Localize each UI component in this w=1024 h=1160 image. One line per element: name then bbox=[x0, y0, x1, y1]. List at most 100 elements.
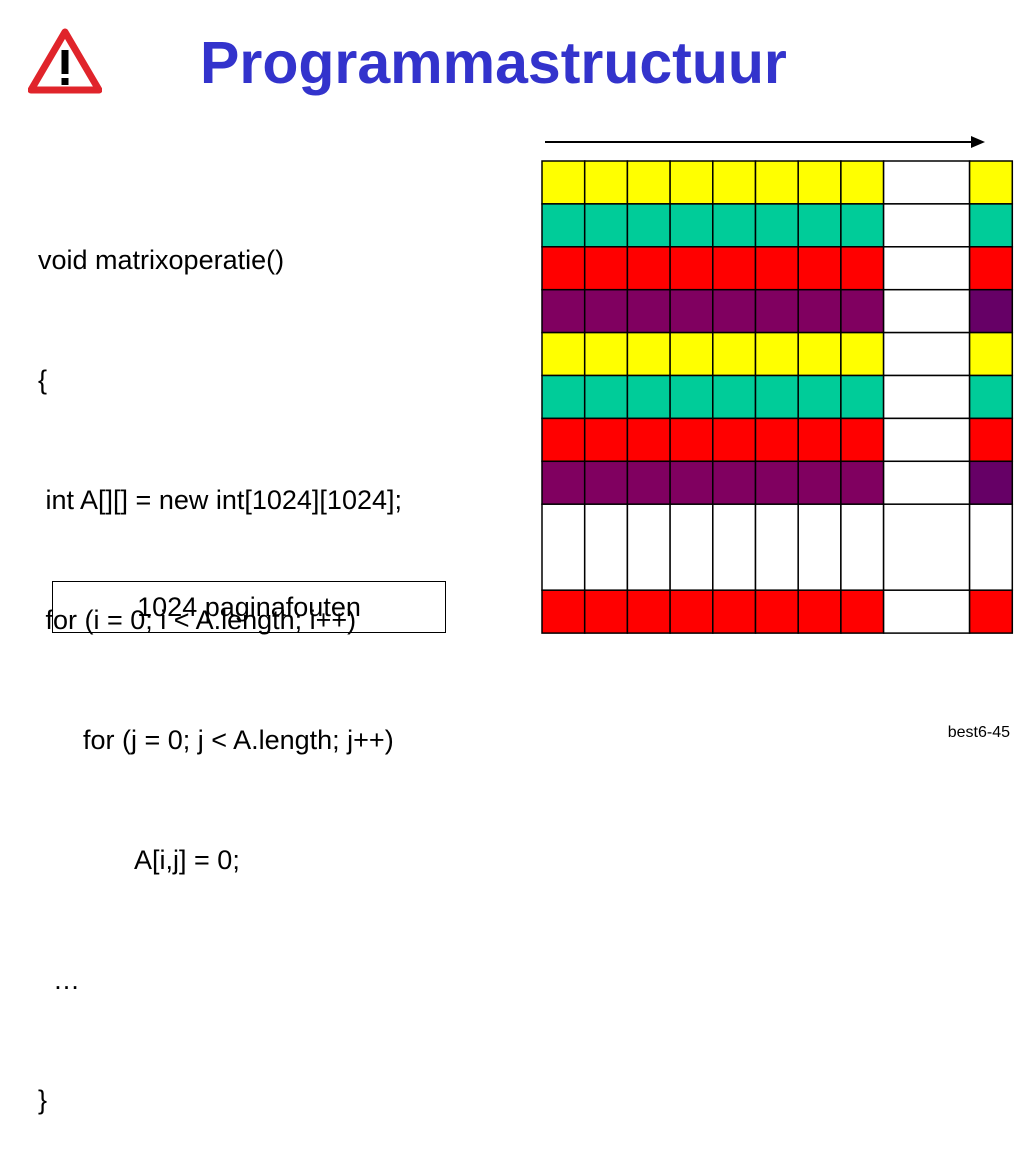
matrix-cell bbox=[840, 503, 885, 591]
matrix-cell bbox=[968, 460, 1014, 505]
warning-triangle-icon bbox=[28, 28, 102, 94]
matrix-cell bbox=[882, 246, 971, 291]
matrix-cell bbox=[754, 503, 799, 591]
matrix-cell bbox=[840, 417, 885, 463]
matrix-cell bbox=[541, 331, 586, 377]
matrix-cell bbox=[840, 288, 885, 334]
matrix-cell bbox=[583, 288, 629, 334]
matrix-cell bbox=[626, 246, 671, 291]
code-line: A[i,j] = 0; bbox=[38, 845, 240, 875]
matrix-cell bbox=[712, 503, 757, 591]
matrix-cell bbox=[669, 460, 714, 505]
matrix-cell bbox=[626, 460, 671, 505]
matrix-cell bbox=[583, 331, 629, 377]
matrix-cell bbox=[712, 331, 757, 377]
code-line: … bbox=[38, 965, 81, 995]
matrix-cell bbox=[669, 417, 714, 463]
matrix-cell bbox=[626, 503, 671, 591]
matrix-cell bbox=[669, 331, 714, 377]
matrix-cell bbox=[968, 331, 1014, 377]
matrix-cell bbox=[882, 203, 971, 248]
matrix-cell bbox=[541, 417, 586, 463]
matrix-cell bbox=[541, 460, 586, 505]
matrix-cell bbox=[626, 589, 671, 634]
matrix-cell bbox=[840, 460, 885, 505]
matrix-cell bbox=[712, 203, 757, 248]
matrix-cell bbox=[968, 417, 1014, 463]
matrix-cell bbox=[968, 589, 1014, 634]
matrix-cell bbox=[797, 246, 842, 291]
matrix-cell bbox=[754, 160, 799, 205]
matrix-cell bbox=[541, 503, 586, 591]
matrix-cell bbox=[626, 331, 671, 377]
matrix-cell bbox=[797, 331, 842, 377]
matrix-cell bbox=[541, 203, 586, 248]
matrix-cell bbox=[840, 246, 885, 291]
matrix-cell bbox=[626, 203, 671, 248]
code-line: for (j = 0; j < A.length; j++) bbox=[38, 725, 394, 755]
matrix-cell bbox=[754, 203, 799, 248]
matrix-cell bbox=[626, 417, 671, 463]
matrix-cell bbox=[583, 460, 629, 505]
code-block: void matrixoperatie() { int A[][] = new … bbox=[38, 160, 402, 1160]
matrix-cell bbox=[669, 374, 714, 420]
code-line: void matrixoperatie() bbox=[38, 245, 285, 275]
matrix-cell bbox=[797, 203, 842, 248]
matrix-cell bbox=[712, 246, 757, 291]
code-line: int A[][] = new int[1024][1024]; bbox=[38, 485, 403, 515]
matrix-cell bbox=[754, 246, 799, 291]
matrix-cell bbox=[754, 417, 799, 463]
matrix-cell bbox=[754, 331, 799, 377]
matrix-cell bbox=[583, 374, 629, 420]
matrix-cell bbox=[541, 589, 586, 634]
matrix-cell bbox=[626, 288, 671, 334]
matrix-cell bbox=[968, 503, 1014, 591]
matrix-cell bbox=[968, 288, 1014, 334]
matrix-cell bbox=[882, 460, 971, 505]
matrix-cell bbox=[797, 460, 842, 505]
matrix-cell bbox=[541, 374, 586, 420]
matrix-cell bbox=[583, 203, 629, 248]
matrix-cell bbox=[583, 589, 629, 634]
matrix-cell bbox=[882, 417, 971, 463]
matrix-cell bbox=[882, 160, 971, 205]
matrix-cell bbox=[712, 417, 757, 463]
matrix-cell bbox=[882, 374, 971, 420]
matrix-cell bbox=[797, 503, 842, 591]
matrix-cell bbox=[797, 160, 842, 205]
matrix-cell bbox=[882, 331, 971, 377]
matrix-cell bbox=[797, 288, 842, 334]
code-line: { bbox=[38, 365, 48, 395]
matrix-cell bbox=[669, 288, 714, 334]
code-line: for (i = 0; i < A.length; i++) bbox=[38, 605, 357, 635]
matrix-cell bbox=[583, 503, 629, 591]
matrix-cell bbox=[882, 503, 971, 591]
matrix-cell bbox=[541, 288, 586, 334]
matrix-cell bbox=[669, 503, 714, 591]
matrix-cell bbox=[797, 589, 842, 634]
matrix-cell bbox=[669, 160, 714, 205]
matrix-cell bbox=[754, 288, 799, 334]
matrix-cell bbox=[626, 160, 671, 205]
code-line: } bbox=[38, 1085, 48, 1115]
matrix-cell bbox=[669, 203, 714, 248]
matrix-cell bbox=[840, 160, 885, 205]
matrix-cell bbox=[541, 160, 586, 205]
matrix-cell bbox=[882, 288, 971, 334]
matrix-cell bbox=[583, 160, 629, 205]
slide-number: best6-45 bbox=[947, 724, 1010, 741]
matrix-cell bbox=[968, 246, 1014, 291]
matrix-cell bbox=[968, 374, 1014, 420]
matrix-cell bbox=[712, 460, 757, 505]
matrix-cell bbox=[797, 374, 842, 420]
matrix-cell bbox=[840, 589, 885, 634]
page-fault-note: 1024 paginafouten bbox=[52, 581, 446, 633]
matrix-cell bbox=[583, 417, 629, 463]
matrix-cell bbox=[840, 374, 885, 420]
matrix-cell bbox=[712, 374, 757, 420]
matrix-cell bbox=[840, 203, 885, 248]
matrix-cell bbox=[626, 374, 671, 420]
matrix-cell bbox=[712, 589, 757, 634]
matrix-cell bbox=[968, 203, 1014, 248]
slide-title: Programmastructuur bbox=[200, 30, 787, 96]
